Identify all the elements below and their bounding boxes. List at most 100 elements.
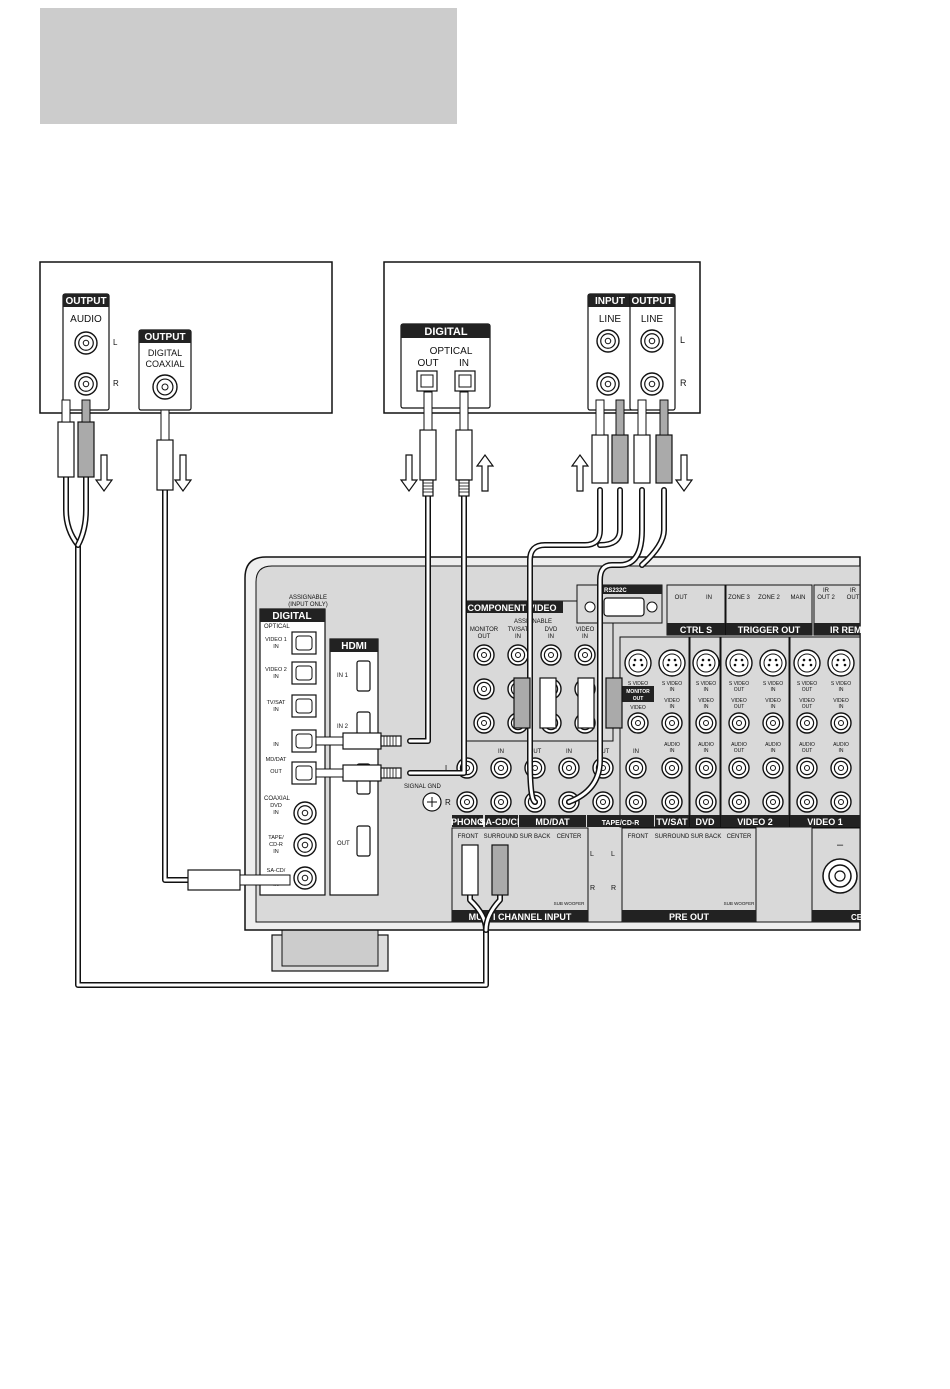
coaxial-plug-top [156, 439, 174, 491]
component-video-in-label: VIDEO [576, 627, 595, 633]
md-line-in-l-jack [596, 329, 620, 353]
preout-l-label: L [611, 851, 615, 858]
audio-l-jack [558, 757, 580, 779]
audio-l-jack [625, 757, 647, 779]
audio-label: IN [839, 748, 844, 754]
s-video-label: S VIDEO [662, 681, 682, 687]
component-monitor-out-label-2: OUT [478, 634, 491, 640]
audio-l-jack [728, 757, 750, 779]
sacd-plug-l [461, 844, 479, 896]
hdmi-in2-label: IN 2 [337, 724, 349, 730]
video-jack [728, 712, 750, 734]
audio-l-jack [661, 757, 683, 779]
audio-r-jack [796, 791, 818, 813]
hdmi-header: HDMI [341, 641, 367, 652]
digital-jack-label: VIDEO 1 [265, 637, 287, 643]
audio-group-label: TAPE/CD-R [602, 820, 640, 827]
cd-digital-label: DIGITAL [148, 348, 182, 358]
s-video-label: IN [670, 687, 675, 693]
digital-jack-label: IN [273, 674, 279, 680]
phono-l-label: L [445, 764, 450, 773]
video-label: IN [704, 704, 709, 710]
coaxial-plug-bottom [187, 869, 241, 891]
video-label: IN [670, 704, 675, 710]
signal-gnd-label: SIGNAL GND [404, 784, 441, 790]
md-line-out-r-jack [640, 372, 664, 396]
component-video-in-in: IN [582, 634, 588, 640]
digital-jack-label: IN [273, 707, 279, 713]
video-label: VIDEO [731, 698, 747, 704]
mddat-in-label: IN [566, 749, 572, 755]
component-video-jack [540, 644, 562, 666]
md-line-output-label: LINE [641, 314, 664, 325]
digital-coax-label: DVD [270, 803, 282, 809]
hdmi-out-port [356, 825, 371, 857]
component-monitor-out-label: MONITOR [470, 627, 499, 633]
cd-audio-plug-l [57, 421, 75, 478]
cables [57, 391, 694, 988]
cd-audio-output-header: OUTPUT [65, 296, 106, 307]
multi-channel-input-header: MULTI CHANNEL INPUT [469, 912, 572, 922]
s-video-label: S VIDEO [729, 681, 749, 687]
cd-digital-output-header: OUTPUT [144, 332, 185, 343]
mci-surround-label: SURROUND [484, 834, 519, 840]
audio-label: IN [704, 748, 709, 754]
tapecdr-out-label: OUT [597, 749, 610, 755]
phono-r-label: R [445, 798, 451, 807]
md-line-plug [591, 434, 609, 484]
audio-label: AUDIO [765, 742, 781, 748]
component-tvsat-label: TV/SAT [508, 627, 529, 633]
s-video-label: OUT [734, 687, 745, 693]
preout-r-label: R [611, 885, 616, 892]
optical-plug-mddat-out [342, 764, 402, 782]
audio-label: AUDIO [799, 742, 815, 748]
digital-coax-label: IN [273, 849, 279, 855]
audio-l-jack [762, 757, 784, 779]
s-video-label: S VIDEO [797, 681, 817, 687]
signal-down-arrow [674, 454, 694, 493]
mddat-out-label: OUT [529, 749, 542, 755]
s-video-label: S VIDEO [628, 681, 648, 687]
s-video-label: S VIDEO [696, 681, 716, 687]
mci-front-label: FRONT [458, 834, 479, 840]
ir-remote-header: IR REM [830, 625, 862, 635]
mddat-line-plug [513, 677, 531, 729]
video-jack [695, 712, 717, 734]
digital-coax-label: SA-CD/ [267, 868, 286, 874]
receiver-rear-panel: ASSIGNABLE (INPUT ONLY) DIGITAL OPTICAL … [244, 556, 863, 972]
speaker-minus-label: – [837, 839, 844, 851]
optical-plug-mddat-in [342, 732, 402, 750]
pre-out-panel [621, 827, 757, 923]
video-label: OUT [734, 704, 745, 710]
video-label: IN [771, 704, 776, 710]
md-line-output-header: OUTPUT [631, 296, 672, 307]
ir-out-label: IR [850, 588, 857, 594]
digital-optical-label: OPTICAL [264, 624, 290, 630]
ir-out-label-2: OUT [847, 595, 860, 601]
mci-center-label: CENTER [557, 834, 582, 840]
mddat-out-label: OUT [270, 769, 282, 775]
tapecdr-in-label: IN [633, 749, 639, 755]
rs232c-label: RS232C [604, 588, 627, 594]
audio-r-jack [830, 791, 852, 813]
audio-r-jack [661, 791, 683, 813]
audio-group-label: VIDEO 1 [807, 817, 843, 827]
md-optical-label: OPTICAL [430, 346, 473, 357]
preout-surround-label: SURROUND [655, 834, 690, 840]
s-video-jack [692, 649, 720, 677]
md-line-in-r-jack [596, 372, 620, 396]
digital-coaxial-label: COAXIAL [264, 796, 291, 802]
signal-down-arrow [94, 454, 114, 493]
component-video-jack [473, 644, 495, 666]
component-video-jack [507, 644, 529, 666]
audio-group-label: TV/SAT [656, 817, 688, 827]
hdmi-in1-label: IN 1 [337, 673, 349, 679]
video-label: VIDEO [833, 698, 849, 704]
audio-r-jack [625, 791, 647, 813]
mddat-label: MD/DAT [266, 757, 287, 763]
video-label: VIDEO [664, 698, 680, 704]
ctrl-s-header: CTRL S [680, 625, 712, 635]
cd-audio-r-jack [74, 372, 98, 396]
s-video-jack [624, 649, 652, 677]
